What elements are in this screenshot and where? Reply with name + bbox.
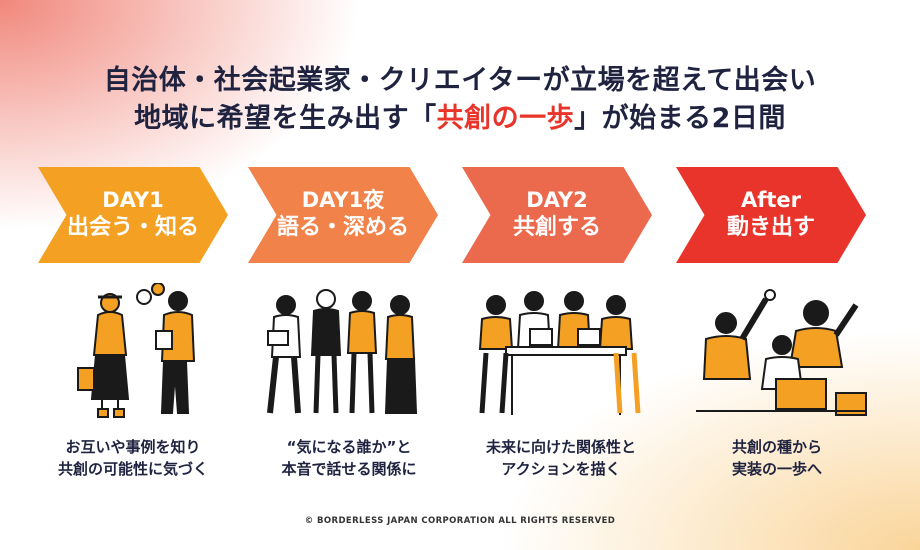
headline-line-2-post: 」が始まる2日間 (574, 103, 786, 134)
people-meeting-icon (77, 283, 196, 418)
step-action-label: 動き出す (726, 215, 815, 240)
step-day-label: DAY1夜 (301, 188, 385, 212)
step-arrow-day2: DAY2 共創する (462, 167, 652, 263)
step-action-label: 出会う・知る (66, 215, 199, 240)
step-description-line: アクションを描く (501, 460, 621, 478)
copyright-footer: © BORDERLESS JAPAN CORPORATION ALL RIGHT… (304, 516, 616, 526)
step-description-line: お互いや事例を知り (65, 438, 201, 456)
step-description-day1-night: “気になる誰か”と 本音で話せる関係に (244, 436, 454, 480)
celebrating-team-icon (696, 289, 867, 416)
headline-line-2-pre: 地域に希望を生み出す「 (134, 103, 437, 134)
step-action-label: 語る・深める (276, 215, 409, 240)
step-description-line: 共創の可能性に気づく (57, 460, 208, 478)
step-description-day2: 未来に向けた関係性と アクションを描く (456, 436, 666, 480)
group-talking-icon (267, 289, 418, 414)
headline: 自治体・社会起業家・クリエイターが立場を超えて出会い 地域に希望を生み出す「共創… (0, 62, 920, 138)
step-description-line: 共創の種から (731, 438, 822, 456)
headline-line-1: 自治体・社会起業家・クリエイターが立場を超えて出会い (103, 65, 817, 96)
step-action-label: 共創する (512, 215, 601, 240)
team-table-laptops-icon (478, 291, 641, 415)
headline-accent: 共創の一歩 (436, 103, 575, 134)
step-description-line: 本音で話せる関係に (281, 460, 417, 478)
step-description-line: 未来に向けた関係性と (485, 438, 636, 456)
step-arrow-after: After 動き出す (676, 167, 866, 263)
step-day-label: DAY1 (102, 188, 164, 212)
step-arrow-day1-night: DAY1夜 語る・深める (248, 167, 438, 263)
headline-line-2: 地域に希望を生み出す「共創の一歩」が始まる2日間 (0, 100, 920, 138)
step-arrow-day1: DAY1 出会う・知る (38, 167, 228, 263)
step-description-line: 実装の一歩へ (731, 460, 822, 478)
step-description-line: “気になる誰か”と (286, 438, 412, 456)
step-description-after: 共創の種から 実装の一歩へ (672, 436, 882, 480)
step-day-label: After (740, 188, 802, 212)
step-day-label: DAY2 (526, 188, 588, 212)
step-description-day1: お互いや事例を知り 共創の可能性に気づく (28, 436, 238, 480)
